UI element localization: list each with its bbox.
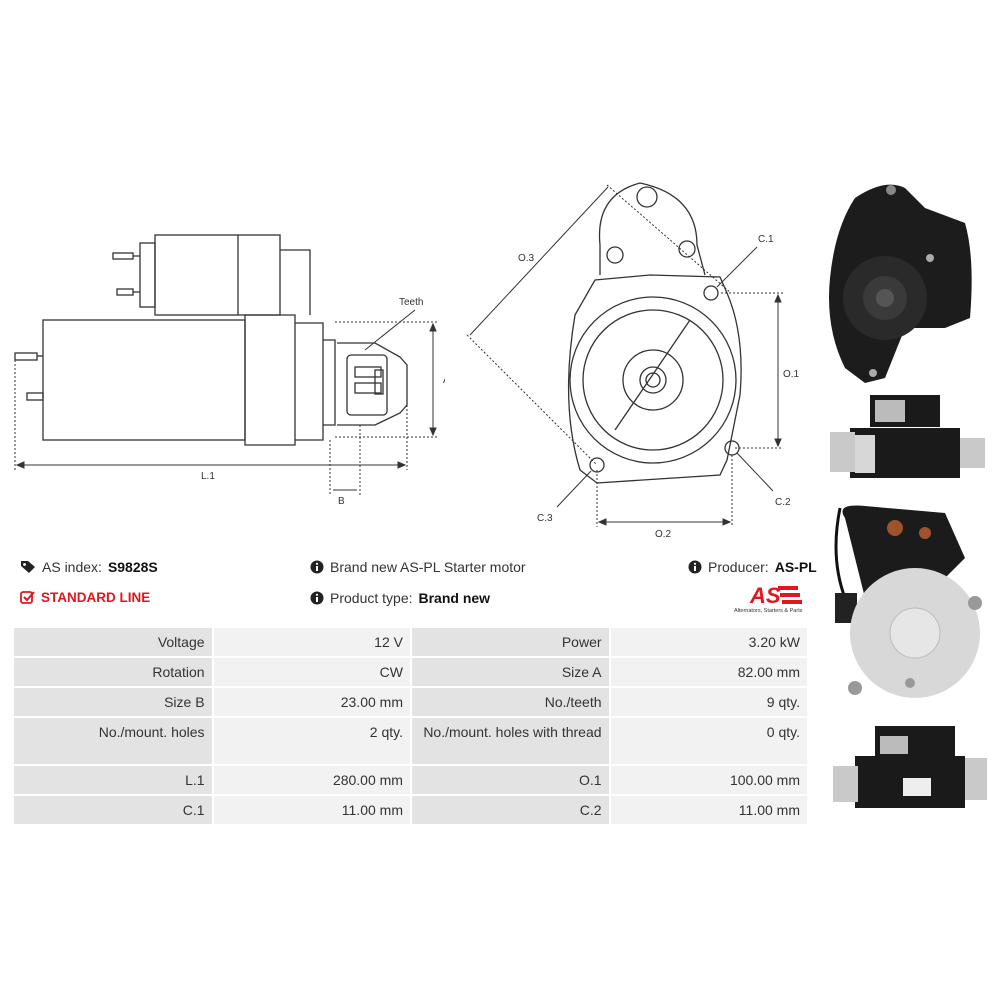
spec-label: Power (409, 626, 611, 658)
spec-label: No./mount. holes (12, 716, 214, 766)
logo-tagline: Alternators, Starters & Parts (734, 608, 803, 614)
spec-label: Rotation (12, 656, 214, 688)
logo-text: AS (750, 583, 781, 608)
table-row: C.1 11.00 mm C.2 11.00 mm (12, 794, 810, 826)
product-type-row: Product type: Brand new (310, 590, 490, 606)
spec-label: No./mount. holes with thread (409, 716, 611, 766)
spec-value: 0 qty. (608, 716, 810, 766)
product-description: Brand new AS-PL Starter motor (330, 559, 526, 575)
table-row: Voltage 12 V Power 3.20 kW (12, 626, 810, 658)
producer-value: AS-PL (774, 559, 817, 575)
o2-label: O.2 (655, 529, 672, 540)
info-icon (310, 591, 324, 605)
dimension-a-label: A (443, 375, 445, 386)
spec-value: 12 V (211, 626, 412, 658)
c2-label: C.2 (775, 497, 791, 508)
o1-label: O.1 (783, 369, 800, 380)
standard-line-label: STANDARD LINE (41, 590, 151, 605)
info-icon (688, 560, 702, 574)
side-view-drawing: Teeth A B L.1 (14, 234, 445, 507)
spec-value: 23.00 mm (211, 686, 412, 718)
as-logo-mark (778, 586, 802, 604)
table-row: Size B 23.00 mm No./teeth 9 qty. (12, 686, 810, 718)
as-pl-logo[interactable]: AS Alternators, Starters & Parts (722, 583, 812, 617)
dimension-l1-label: L.1 (201, 471, 215, 482)
table-row: No./mount. holes 2 qty. No./mount. holes… (12, 716, 810, 766)
c3-label: C.3 (537, 513, 553, 524)
checkbox-checked-icon (20, 591, 35, 604)
product-photo-side-bottom[interactable] (825, 718, 995, 818)
description-row: Brand new AS-PL Starter motor (310, 559, 526, 575)
spec-label: Size A (409, 656, 611, 688)
product-photo-front[interactable] (825, 178, 995, 388)
product-photo-rear[interactable] (825, 498, 995, 713)
spec-value: 280.00 mm (211, 764, 412, 796)
as-index-value: S9828S (107, 559, 158, 575)
spec-label: Voltage (12, 626, 214, 658)
front-view-drawing: C.1 C.2 C.3 O.1 O.2 O.3 (466, 182, 800, 540)
producer-row: Producer: AS-PL (688, 559, 817, 575)
dimension-b-label: B (338, 496, 345, 507)
spec-label: O.1 (409, 764, 611, 796)
spec-value: 9 qty. (608, 686, 810, 718)
o3-label: O.3 (518, 253, 535, 264)
c1-label: C.1 (758, 234, 774, 245)
spec-table: Voltage 12 V Power 3.20 kW Rotation CW S… (12, 626, 810, 826)
spec-label: C.1 (12, 794, 214, 826)
product-type-label: Product type: (330, 590, 413, 606)
product-photo-side-top[interactable] (825, 390, 995, 490)
spec-value: 100.00 mm (608, 764, 810, 796)
spec-label: Size B (12, 686, 214, 718)
as-index-row: AS index: S9828S (20, 559, 158, 575)
spec-label: No./teeth (409, 686, 611, 718)
product-type-value: Brand new (418, 590, 491, 606)
tag-icon (21, 561, 35, 573)
spec-value: CW (211, 656, 412, 688)
table-row: L.1 280.00 mm O.1 100.00 mm (12, 764, 810, 796)
spec-value: 11.00 mm (211, 794, 412, 826)
spec-value: 3.20 kW (608, 626, 810, 658)
as-index-label: AS index: (42, 559, 102, 575)
producer-label: Producer: (708, 559, 769, 575)
table-row: Rotation CW Size A 82.00 mm (12, 656, 810, 688)
info-icon (310, 560, 324, 574)
spec-value: 11.00 mm (608, 794, 810, 826)
spec-value: 2 qty. (211, 716, 412, 766)
spec-label: C.2 (409, 794, 611, 826)
spec-value: 82.00 mm (608, 656, 810, 688)
spec-label: L.1 (12, 764, 214, 796)
teeth-label: Teeth (399, 297, 423, 308)
standard-line-row: STANDARD LINE (20, 590, 150, 605)
